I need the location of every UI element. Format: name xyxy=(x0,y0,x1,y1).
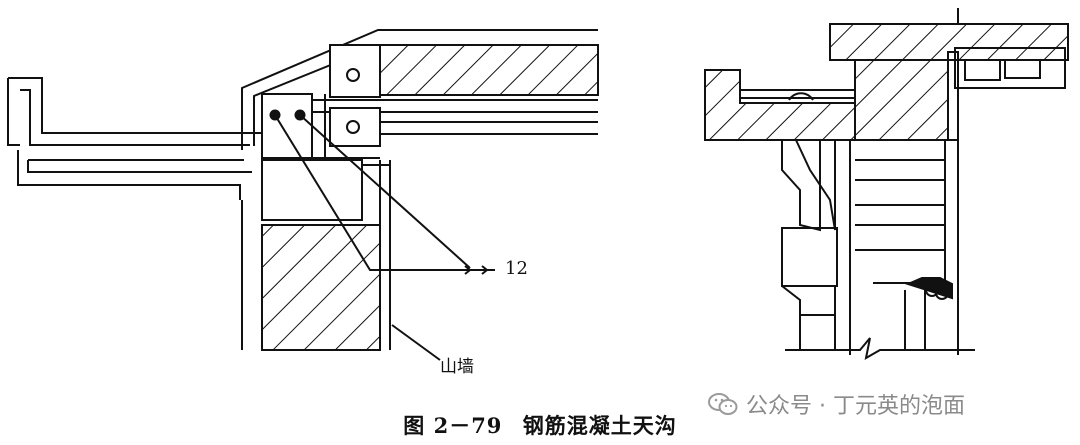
rebar-circle-mid xyxy=(346,120,360,134)
left-gutter-detail xyxy=(7,29,599,361)
leader-line-wall xyxy=(391,324,441,361)
corbel-block xyxy=(781,227,838,287)
label-gable-wall: 山墙 xyxy=(440,357,474,377)
right-gutter-detail xyxy=(704,8,1069,360)
watermark: 公众号 · 丁元英的泡面 xyxy=(708,388,965,420)
gutter-slab xyxy=(704,69,856,141)
leader-line-1 xyxy=(274,114,465,271)
roof-slope-outer xyxy=(241,29,598,150)
hollow-slab xyxy=(954,47,1066,89)
figure-number: 图 2－79 xyxy=(403,413,503,438)
figure-caption: 图 2－79 钢筋混凝土天沟 xyxy=(0,410,1080,440)
leader-line-2 xyxy=(299,114,471,269)
gutter-lip-inner xyxy=(20,89,250,146)
gutter-lip-outer xyxy=(8,77,262,134)
gutter-bead xyxy=(788,92,814,101)
label-bar-size: 12 xyxy=(505,258,528,279)
wechat-icon xyxy=(708,393,738,415)
ring-beam xyxy=(261,159,363,221)
watermark-text: 公众号 · 丁元英的泡面 xyxy=(746,394,965,419)
rebar-circle-top xyxy=(346,68,360,82)
beam-box xyxy=(261,93,313,159)
gable-wall-body xyxy=(261,224,381,351)
gutter-bottom xyxy=(17,150,241,200)
main-beam xyxy=(854,59,949,141)
figure-title: 钢筋混凝土天沟 xyxy=(522,413,677,438)
